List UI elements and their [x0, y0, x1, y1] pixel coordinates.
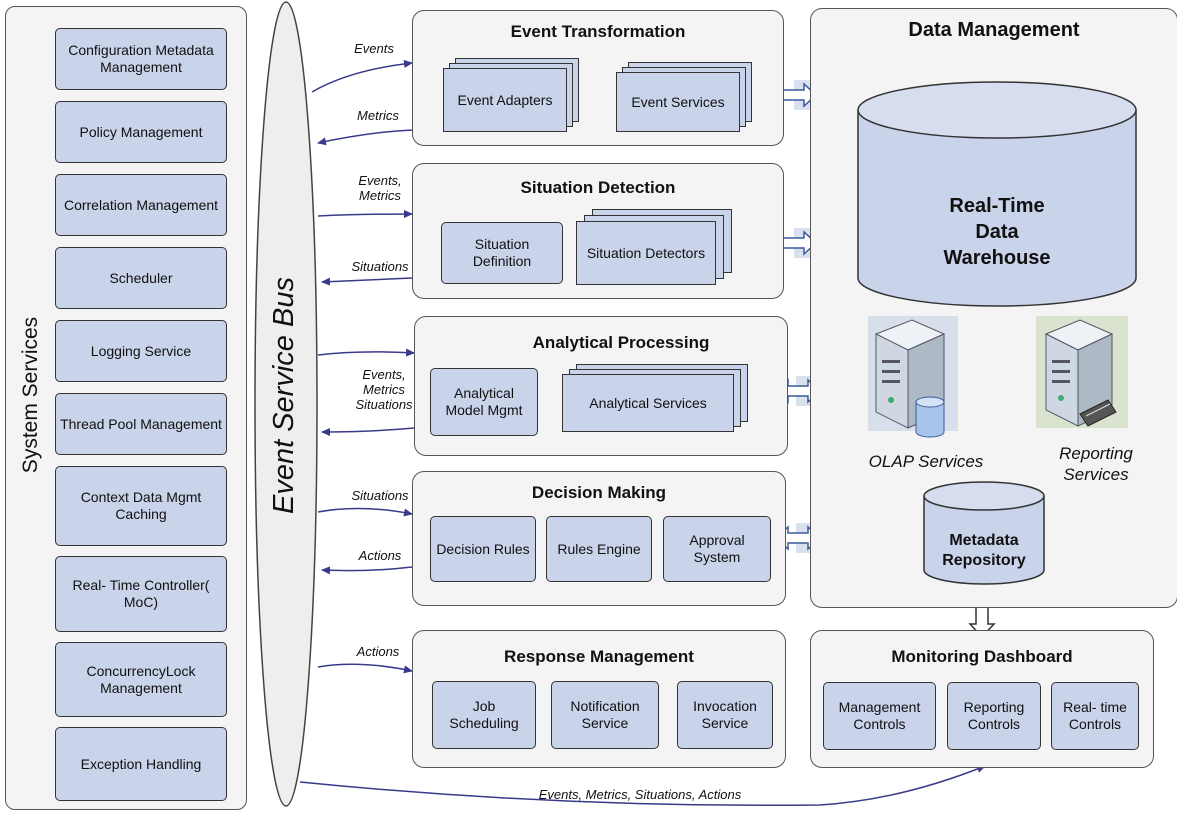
data-management-title: Data Management	[908, 19, 1080, 41]
label-events-metrics-situations: Events, Metrics Situations	[355, 367, 413, 412]
decision-rules-box: Decision Rules	[430, 516, 536, 582]
label-actions-in: Actions	[356, 644, 400, 659]
metadata-repository-label: Metadata Repository	[942, 532, 1026, 569]
event-services-stack: Event Services	[616, 62, 756, 134]
reporting-services-label: Reporting Services	[1059, 444, 1133, 484]
situation-detection-title: Situation Detection	[520, 178, 676, 197]
arrow-bottom-to-dashboard	[299, 765, 986, 807]
decision-making-title: Decision Making	[531, 483, 667, 502]
arrow-analytical-out	[321, 427, 415, 436]
arrow-analytical-in	[317, 348, 415, 357]
rules-engine-box: Rules Engine	[546, 516, 652, 582]
arrow-metrics-out	[317, 129, 413, 146]
event-adapters-stack: Event Adapters	[443, 58, 583, 134]
arrow-events-in	[311, 59, 413, 93]
event-adapters-label: Event Adapters	[443, 68, 567, 132]
arrow-situations-out	[321, 277, 413, 286]
response-management-title: Response Management	[504, 647, 694, 666]
service-thread-pool: Thread Pool Management	[55, 393, 227, 455]
job-scheduling-box: Job Scheduling	[432, 681, 536, 749]
label-situations-in: Situations	[351, 488, 409, 503]
reporting-controls-box: Reporting Controls	[947, 682, 1041, 750]
invocation-service-box: Invocation Service	[677, 681, 773, 749]
analytical-processing-title: Analytical Processing	[532, 333, 710, 352]
service-policy-management: Policy Management	[55, 101, 227, 163]
service-scheduler: Scheduler	[55, 247, 227, 309]
service-concurrency-lock: ConcurrencyLock Management	[55, 642, 227, 717]
olap-services-label: OLAP Services	[868, 452, 984, 471]
service-real-time-controller: Real- Time Controller( MoC)	[55, 556, 227, 632]
approval-system-box: Approval System	[663, 516, 771, 582]
arrow-events-metrics-in	[317, 210, 413, 219]
label-metrics: Metrics	[357, 108, 399, 123]
situation-detectors-stack: Situation Detectors	[576, 209, 736, 287]
analytical-services-label: Analytical Services	[562, 374, 734, 432]
event-services-label: Event Services	[616, 72, 740, 132]
label-situations-out: Situations	[351, 259, 409, 274]
analytical-services-stack: Analytical Services	[562, 364, 750, 436]
monitoring-dashboard-title: Monitoring Dashboard	[891, 647, 1073, 666]
label-events-metrics: Events, Metrics	[358, 173, 402, 203]
warehouse-label: Real-Time Data Warehouse	[943, 195, 1051, 269]
analytical-model-box: Analytical Model Mgmt	[430, 368, 538, 436]
arrow-actions-in	[317, 663, 413, 674]
management-controls-box: Management Controls	[823, 682, 936, 750]
situation-definition-box: Situation Definition	[441, 222, 563, 284]
service-logging: Logging Service	[55, 320, 227, 382]
service-configuration-metadata: Configuration Metadata Management	[55, 28, 227, 90]
arrow-situations-in	[317, 507, 413, 517]
service-correlation-management: Correlation Management	[55, 174, 227, 236]
realtime-controls-box: Real- time Controls	[1051, 682, 1139, 750]
label-bottom-flow: Events, Metrics, Situations, Actions	[538, 787, 742, 802]
notification-service-box: Notification Service	[551, 681, 659, 749]
service-exception-handling: Exception Handling	[55, 727, 227, 801]
situation-detectors-label: Situation Detectors	[576, 221, 716, 285]
label-events: Events	[354, 41, 394, 56]
event-service-bus-title: Event Service Bus	[268, 277, 300, 514]
label-actions-out: Actions	[358, 548, 402, 563]
arrow-actions-out	[321, 566, 413, 575]
event-transformation-title: Event Transformation	[510, 22, 686, 41]
event-service-bus-ellipse	[254, 1, 318, 807]
data-management-panel	[810, 8, 1177, 608]
service-context-data: Context Data Mgmt Caching	[55, 466, 227, 546]
